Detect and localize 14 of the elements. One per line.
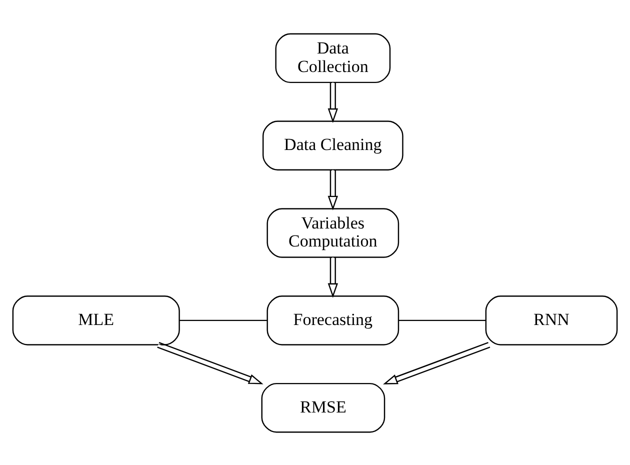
connector <box>179 319 267 321</box>
node-box: RMSE <box>261 382 386 432</box>
connector <box>398 319 486 321</box>
node-box: Variables Computation <box>266 208 400 258</box>
node-box: MLE <box>12 295 180 345</box>
arrow <box>328 256 338 298</box>
node-box: Data Cleaning <box>262 120 404 170</box>
node-box: RNN <box>485 295 618 345</box>
arrow <box>382 342 490 384</box>
arrow <box>157 342 264 384</box>
arrow <box>328 170 338 210</box>
node-box: Data Collection <box>275 32 391 83</box>
arrow <box>328 82 338 122</box>
node-box: Forecasting <box>266 295 400 345</box>
